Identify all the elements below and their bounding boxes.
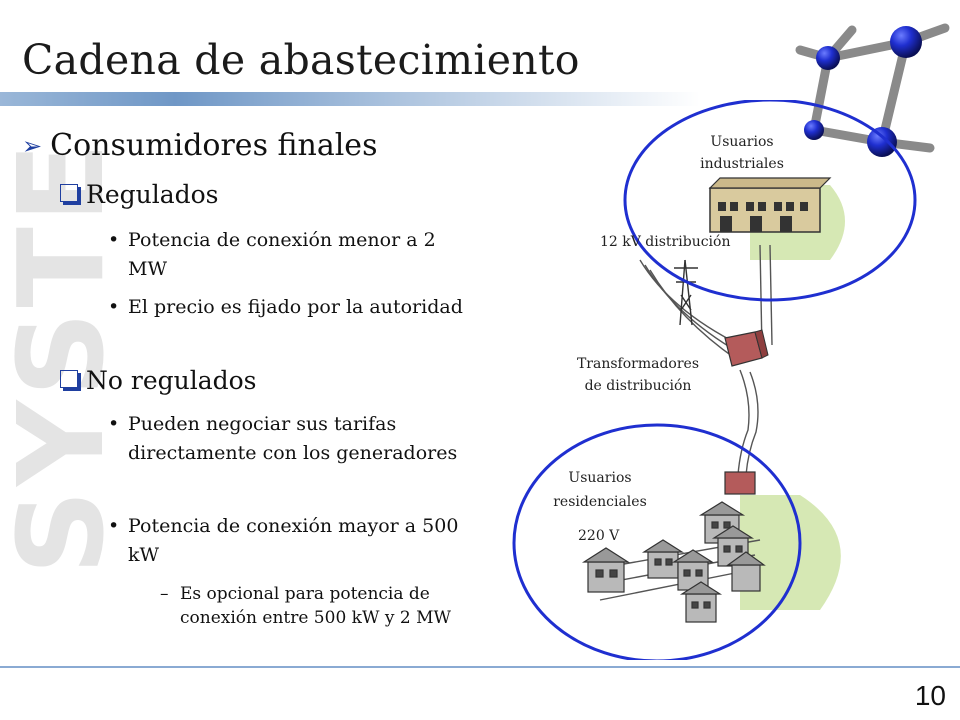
sub-bullet-item: – Es opcional para potencia de conexión … bbox=[160, 582, 480, 630]
square-bullet-icon bbox=[60, 183, 78, 202]
label-220v: 220 V bbox=[578, 528, 620, 544]
transformer-icon bbox=[724, 329, 769, 495]
bullet-item: • Potencia de conexión mayor a 500 kW bbox=[108, 512, 478, 570]
houses-icon bbox=[581, 501, 766, 623]
green-blob-bottom bbox=[740, 495, 841, 610]
bullet-text: Potencia de conexión menor a 2 MW bbox=[128, 229, 436, 280]
bullet-text: Potencia de conexión mayor a 500 kW bbox=[128, 515, 459, 566]
slide-title: Cadena de abastecimiento bbox=[22, 36, 580, 84]
title-underline-bar bbox=[0, 92, 700, 106]
heading-text: Consumidores finales bbox=[50, 128, 378, 163]
distribution-diagram: Usuarios industriales 12 kV distribución… bbox=[512, 100, 917, 660]
label-industrial-2: industriales bbox=[700, 156, 784, 172]
label-12kv: 12 kV distribución bbox=[600, 234, 730, 250]
watermark-systep: SYSTEP bbox=[0, 150, 120, 575]
group-label: Regulados bbox=[86, 180, 219, 209]
group-no-regulados: No regulados bbox=[60, 366, 257, 395]
label-residential-1: Usuarios bbox=[568, 470, 631, 486]
industrial-users-ellipse bbox=[623, 100, 917, 302]
label-transformer-1: Transformadores bbox=[577, 356, 699, 372]
bullet-item: • El precio es fijado por la autoridad bbox=[108, 293, 478, 322]
dot-bullet-icon: • bbox=[108, 296, 120, 318]
label-industrial-1: Usuarios bbox=[710, 134, 773, 150]
bullet-item: • Pueden negociar sus tarifas directamen… bbox=[108, 410, 478, 468]
dot-bullet-icon: • bbox=[108, 515, 120, 537]
bullet-text: El precio es fijado por la autoridad bbox=[128, 296, 463, 318]
factory-icon bbox=[708, 177, 832, 233]
heading-consumidores: ➢ Consumidores finales bbox=[22, 128, 377, 163]
watermark-text: SYSTEP bbox=[0, 150, 120, 575]
dot-bullet-icon: • bbox=[108, 413, 120, 435]
molecule-logo-icon bbox=[795, 23, 950, 157]
label-residential-2: residenciales bbox=[553, 494, 647, 510]
group-regulados: Regulados bbox=[60, 180, 219, 209]
dash-bullet: – bbox=[160, 584, 169, 604]
label-transformer-2: de distribución bbox=[585, 378, 692, 394]
page-number: 10 bbox=[914, 680, 946, 711]
bullet-item: • Potencia de conexión menor a 2 MW bbox=[108, 226, 478, 284]
square-bullet-icon bbox=[60, 369, 78, 388]
sub-bullet-text: Es opcional para potencia de conexión en… bbox=[180, 584, 451, 628]
bullet-text: Pueden negociar sus tarifas directamente… bbox=[128, 413, 458, 464]
tower-icon bbox=[674, 259, 698, 326]
group-label: No regulados bbox=[86, 366, 257, 395]
dot-bullet-icon: • bbox=[108, 229, 120, 251]
bullet-content: ➢ Consumidores finales Regulados • Poten… bbox=[22, 128, 480, 630]
arrow-bullet-icon: ➢ bbox=[22, 131, 43, 160]
residential-users-ellipse bbox=[512, 423, 802, 660]
footer-line bbox=[0, 666, 960, 668]
